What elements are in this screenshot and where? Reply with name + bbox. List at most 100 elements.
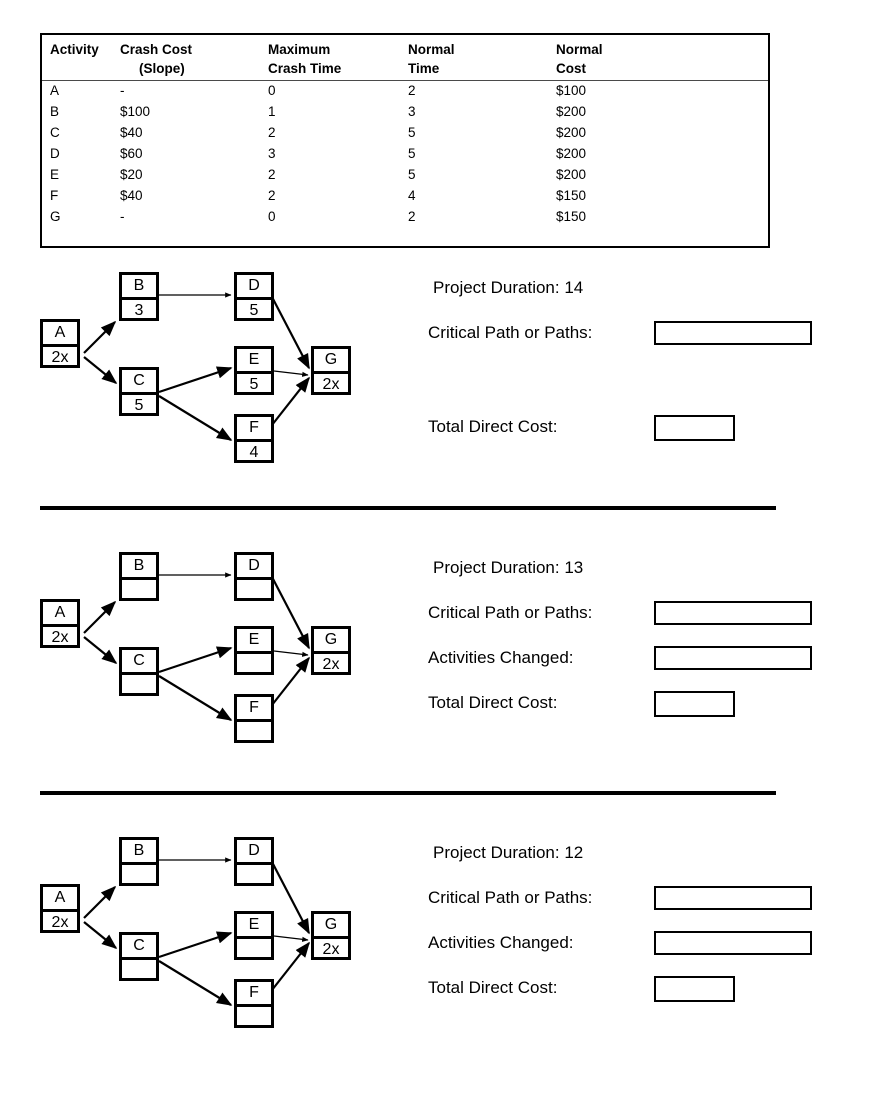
column-header-normal: Normal <box>408 42 455 57</box>
node-duration-cell[interactable] <box>237 719 271 744</box>
activities-changed-label: Activities Changed: <box>428 648 574 667</box>
node-id-label: D <box>248 557 260 574</box>
node-duration-cell[interactable]: 2x <box>314 651 348 676</box>
network-diagram: A 2x B C D E F G 2x <box>0 545 400 760</box>
activity-node-e[interactable]: E <box>234 626 274 675</box>
node-id-label: E <box>248 916 260 933</box>
cell-max-crash-time: 0 <box>268 209 276 224</box>
edge-a-c <box>83 921 118 949</box>
cell-normal-time: 2 <box>408 209 416 224</box>
node-duration-cell[interactable]: 2x <box>43 909 77 934</box>
activity-node-c[interactable]: C <box>119 647 159 696</box>
node-id-label: G <box>324 351 338 368</box>
total-direct-cost-input[interactable] <box>654 976 735 1002</box>
column-header-maximum: Maximum <box>268 42 331 57</box>
node-duration-cell[interactable]: 2x <box>314 371 348 396</box>
node-id-label: C <box>133 372 145 389</box>
edge-f-g <box>271 656 310 706</box>
node-duration-cell[interactable]: 5 <box>122 392 156 417</box>
activity-node-c[interactable]: C <box>119 932 159 981</box>
cell-activity: D <box>50 146 60 161</box>
cell-normal-cost: $200 <box>556 146 587 161</box>
activity-node-f[interactable]: F <box>234 979 274 1028</box>
node-duration-cell[interactable] <box>122 862 156 887</box>
node-duration-cell[interactable]: 4 <box>237 439 271 464</box>
cell-crash-cost: $60 <box>120 146 143 161</box>
node-duration-cell[interactable]: 2x <box>314 936 348 961</box>
node-id-label: B <box>133 557 145 574</box>
project-duration-row: Project Duration: 12 <box>425 838 865 868</box>
node-duration-cell[interactable] <box>237 651 271 676</box>
project-duration-label: Project Duration: 13 <box>433 558 584 577</box>
cell-normal-cost: $200 <box>556 167 587 182</box>
cell-max-crash-time: 0 <box>268 83 276 98</box>
node-duration-cell[interactable] <box>237 936 271 961</box>
activities-changed-input[interactable] <box>654 646 812 670</box>
critical-path-label: Critical Path or Paths: <box>428 603 593 622</box>
activity-node-b[interactable]: B <box>119 552 159 601</box>
cell-crash-cost: - <box>120 83 125 98</box>
edge-d-g <box>271 576 310 650</box>
activities-changed-row: Activities Changed: <box>425 643 865 673</box>
edge-a-c <box>83 356 118 384</box>
cell-activity: C <box>50 125 60 140</box>
cell-crash-cost: $100 <box>120 104 151 119</box>
critical-path-row: Critical Path or Paths: <box>425 318 865 348</box>
activity-node-g[interactable]: G 2x <box>311 346 351 395</box>
node-duration-cell[interactable]: 2x <box>43 624 77 649</box>
activity-node-d[interactable]: D <box>234 837 274 886</box>
activities-changed-input[interactable] <box>654 931 812 955</box>
edge-a-c <box>83 636 118 664</box>
activity-node-d[interactable]: D <box>234 552 274 601</box>
section-divider-2 <box>40 791 776 795</box>
cell-normal-cost: $150 <box>556 188 587 203</box>
node-id-label: A <box>54 604 66 621</box>
activity-node-b[interactable]: B <box>119 837 159 886</box>
total-direct-cost-input[interactable] <box>654 691 735 717</box>
project-duration-row: Project Duration: 14 <box>425 273 865 303</box>
node-duration-cell[interactable] <box>237 862 271 887</box>
critical-path-label: Critical Path or Paths: <box>428 323 593 342</box>
critical-path-input[interactable] <box>654 886 812 910</box>
crash-scenario-section-2: A 2x B C D E F G 2x Project Duration: 13 Critical … <box>0 545 872 760</box>
edge-a-b <box>83 320 117 354</box>
node-duration-cell[interactable]: 5 <box>237 297 271 322</box>
node-duration-cell[interactable]: 5 <box>237 371 271 396</box>
cell-max-crash-time: 3 <box>268 146 276 161</box>
node-duration-cell[interactable] <box>237 577 271 602</box>
critical-path-input[interactable] <box>654 601 812 625</box>
cell-max-crash-time: 2 <box>268 188 276 203</box>
node-duration-cell[interactable] <box>122 957 156 982</box>
critical-path-input[interactable] <box>654 321 812 345</box>
node-id-label: F <box>249 419 259 436</box>
crash-cost-table: Activity Crash Cost (Slope) Maximum Cras… <box>40 33 770 248</box>
node-id-label: G <box>324 631 338 648</box>
node-duration-cell[interactable] <box>122 672 156 697</box>
edge-e-g <box>273 370 309 377</box>
node-id-label: F <box>249 699 259 716</box>
node-duration-cell[interactable] <box>237 1004 271 1029</box>
network-edges <box>83 292 310 441</box>
node-id-label: D <box>248 842 260 859</box>
activity-node-f[interactable]: F <box>234 694 274 743</box>
activity-node-a[interactable]: A 2x <box>40 599 80 648</box>
cell-crash-cost: $40 <box>120 125 143 140</box>
node-id-label: E <box>248 631 260 648</box>
node-duration-cell[interactable]: 2x <box>43 344 77 369</box>
total-direct-cost-input[interactable] <box>654 415 735 441</box>
cell-normal-time: 5 <box>408 167 416 182</box>
cell-crash-cost: $40 <box>120 188 143 203</box>
node-duration-cell[interactable]: 3 <box>122 297 156 322</box>
node-duration-cell[interactable] <box>122 577 156 602</box>
activity-node-e[interactable]: E <box>234 911 274 960</box>
activity-node-g[interactable]: G 2x <box>311 626 351 675</box>
